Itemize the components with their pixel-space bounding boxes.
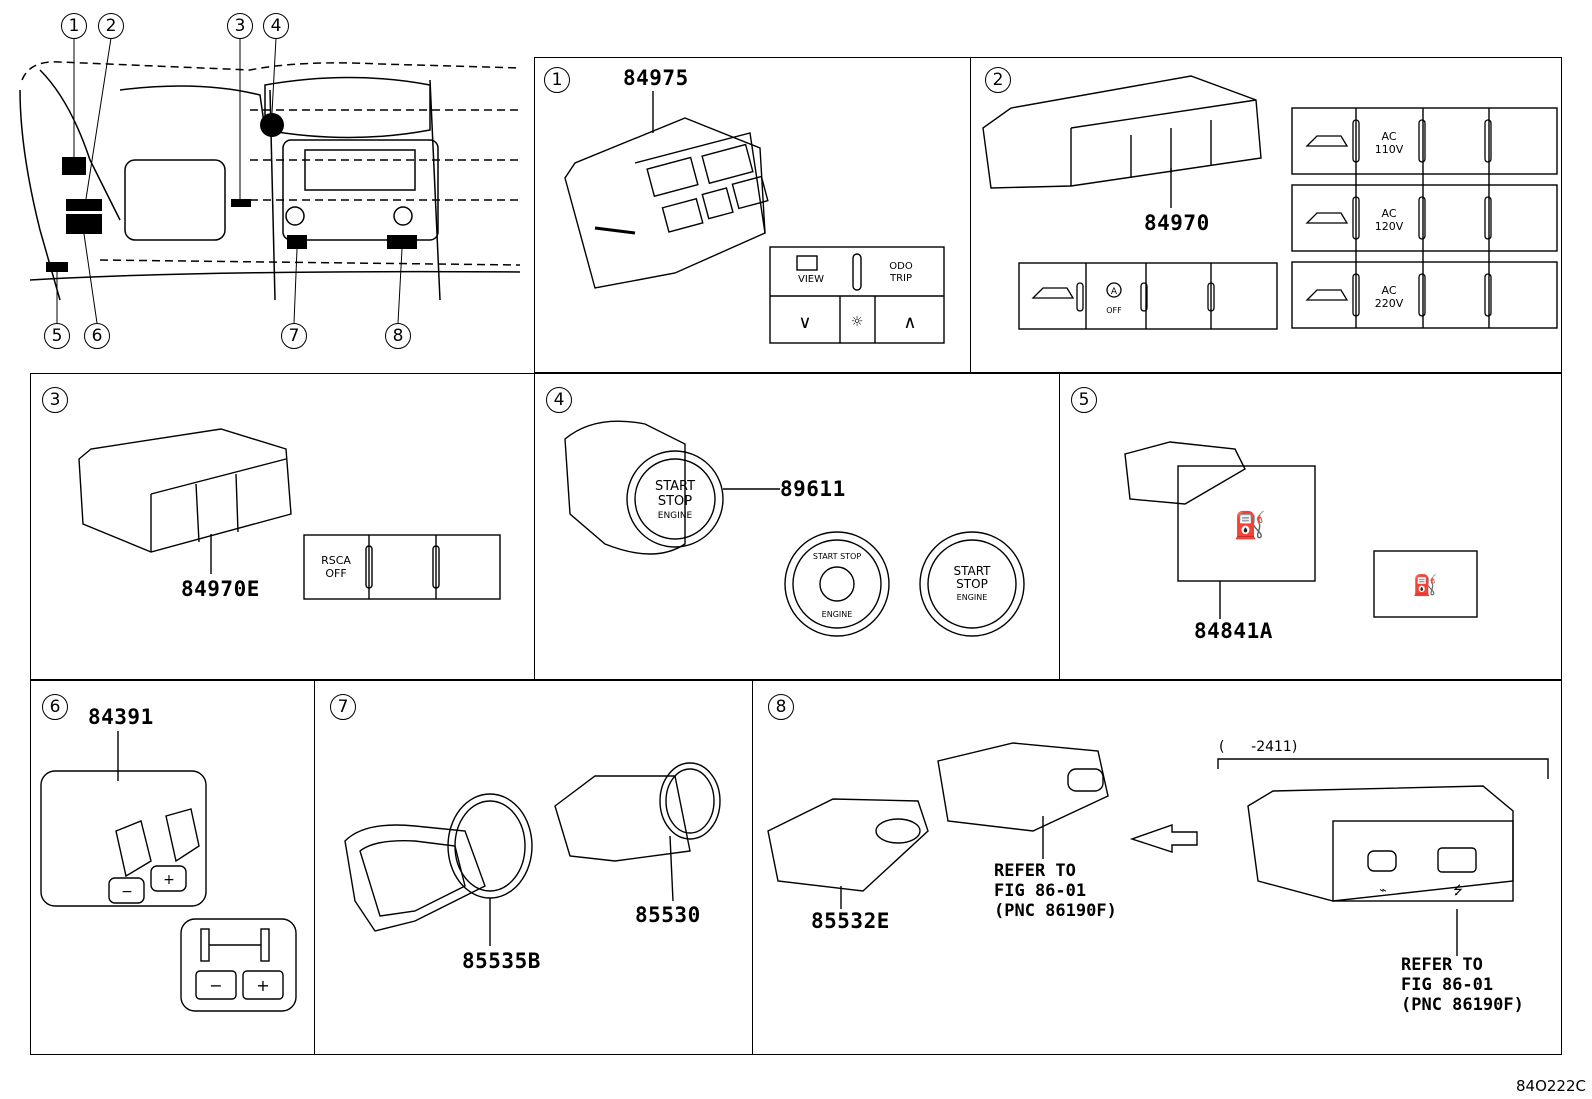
panel-3: 3 84970E RSCA OFF xyxy=(30,373,535,680)
plus-label: + xyxy=(256,976,269,995)
panel-6: 6 84391 − + − + xyxy=(30,680,315,1055)
rsca-switch-drawing: RSCA OFF xyxy=(78,428,501,600)
callout-5[interactable]: 5 xyxy=(44,323,70,349)
panel-7: 7 85535B 85530 xyxy=(314,680,754,1055)
meter-control-switch-drawing: VIEW ODO TRIP ∨ ∧ ☼ xyxy=(564,91,945,344)
svg-text:A: A xyxy=(1111,287,1118,297)
panel-number: 7 xyxy=(330,694,356,720)
switch-bezel-drawing xyxy=(344,762,721,946)
minus-label: − xyxy=(209,976,222,995)
svg-text:STOP: STOP xyxy=(658,494,692,509)
panel-number: 4 xyxy=(546,387,572,413)
charging-icon: ⌁ xyxy=(1379,883,1386,897)
svg-text:START STOP: START STOP xyxy=(813,552,861,561)
callout-8[interactable]: 8 xyxy=(385,323,411,349)
start-stop-switch-drawing: START STOP ENGINE START STOP ENGINE STAR… xyxy=(564,420,1025,637)
off-label: OFF xyxy=(325,567,346,580)
part-number[interactable]: 84975 xyxy=(623,66,689,90)
svg-text:ENGINE: ENGINE xyxy=(822,610,853,619)
panel-number: 5 xyxy=(1071,387,1097,413)
up-arrow-icon: ∧ xyxy=(903,312,916,333)
panel-5: 5 84841A ⛽ ⛽ xyxy=(1059,373,1562,680)
panel-4: 4 89611 START STOP ENGINE START STOP ENG… xyxy=(534,373,1061,680)
fuel-pump-icon: ⛽ xyxy=(1413,573,1438,597)
dimmer-icon: ☼ xyxy=(851,314,864,330)
part-number[interactable]: 84970E xyxy=(181,577,260,601)
svg-text:AC: AC xyxy=(1381,284,1396,297)
refer-to-note-left[interactable]: REFER TO FIG 86-01 (PNC 86190F) xyxy=(994,861,1117,921)
ac-120v-label: AC 120V xyxy=(1375,207,1404,233)
svg-text:110V: 110V xyxy=(1375,143,1404,156)
usb-icon: ⭍ xyxy=(1453,883,1463,897)
part-number-85535b[interactable]: 85535B xyxy=(462,949,541,973)
panel-number: 2 xyxy=(985,67,1011,93)
part-number[interactable]: 85532E xyxy=(811,909,890,933)
part-number[interactable]: 84841A xyxy=(1194,619,1273,643)
down-arrow-icon: ∨ xyxy=(798,312,811,333)
switch-assembly-drawing: A OFF AC 110V AC 120V AC 220V xyxy=(982,75,1558,330)
svg-text:START: START xyxy=(953,564,991,578)
part-number[interactable]: 84970 xyxy=(1144,211,1210,235)
svg-text:AC: AC xyxy=(1381,207,1396,220)
panel-number: 1 xyxy=(544,67,570,93)
fuel-pump-icon: ⛽ xyxy=(1234,510,1266,541)
callout-3[interactable]: 3 xyxy=(227,13,253,39)
ac-220v-label: AC 220V xyxy=(1375,284,1404,310)
panel-2: 2 84970 xyxy=(970,57,1562,373)
rsca-label: RSCA xyxy=(321,554,351,567)
odo-label: ODO xyxy=(889,261,913,272)
svg-text:−: − xyxy=(121,884,133,900)
panel-number: 3 xyxy=(42,387,68,413)
usb-socket-drawing: ⌁ ⭍ xyxy=(767,742,1549,956)
svg-text:220V: 220V xyxy=(1375,297,1404,310)
dashboard-overview: 1 2 3 4 5 6 7 8 xyxy=(0,0,532,372)
svg-text:ENGINE: ENGINE xyxy=(658,511,693,521)
panel-number: 8 xyxy=(768,694,794,720)
trip-label: TRIP xyxy=(889,273,912,284)
ac-110v-label: AC 110V xyxy=(1375,130,1404,156)
panel-8: 8 85532E REFER TO FIG 86-01 (PNC 86190F)… xyxy=(752,680,1562,1055)
svg-text:START: START xyxy=(655,479,695,494)
start-stop-button-text: START STOP ENGINE xyxy=(655,479,695,521)
fuel-lid-switch-drawing: ⛽ ⛽ xyxy=(1124,441,1478,619)
callout-6[interactable]: 6 xyxy=(84,323,110,349)
part-number[interactable]: 84391 xyxy=(88,705,154,729)
panel-1: 1 84975 VIEW ODO TRIP ∨ ∧ ☼ xyxy=(534,57,971,373)
a-off-label: OFF xyxy=(1106,306,1122,315)
dashboard-outline-drawing xyxy=(19,37,521,324)
svg-text:ENGINE: ENGINE xyxy=(957,593,988,602)
callout-7[interactable]: 7 xyxy=(281,323,307,349)
part-number[interactable]: 89611 xyxy=(780,477,846,501)
svg-text:+: + xyxy=(163,872,175,888)
serial-range: ( -2411) xyxy=(1219,739,1298,755)
svg-text:STOP: STOP xyxy=(956,577,988,591)
svg-text:120V: 120V xyxy=(1375,220,1404,233)
refer-to-note-right[interactable]: REFER TO FIG 86-01 (PNC 86190F) xyxy=(1401,955,1524,1015)
part-number-85530[interactable]: 85530 xyxy=(635,903,701,927)
svg-text:AC: AC xyxy=(1381,130,1396,143)
differential-switch-drawing: − + − + xyxy=(40,731,297,1012)
callout-4[interactable]: 4 xyxy=(263,13,289,39)
view-label: VIEW xyxy=(798,274,824,285)
panel-number: 6 xyxy=(42,694,68,720)
callout-2[interactable]: 2 xyxy=(98,13,124,39)
document-id: 84O222C xyxy=(1516,1077,1586,1095)
callout-1[interactable]: 1 xyxy=(61,13,87,39)
